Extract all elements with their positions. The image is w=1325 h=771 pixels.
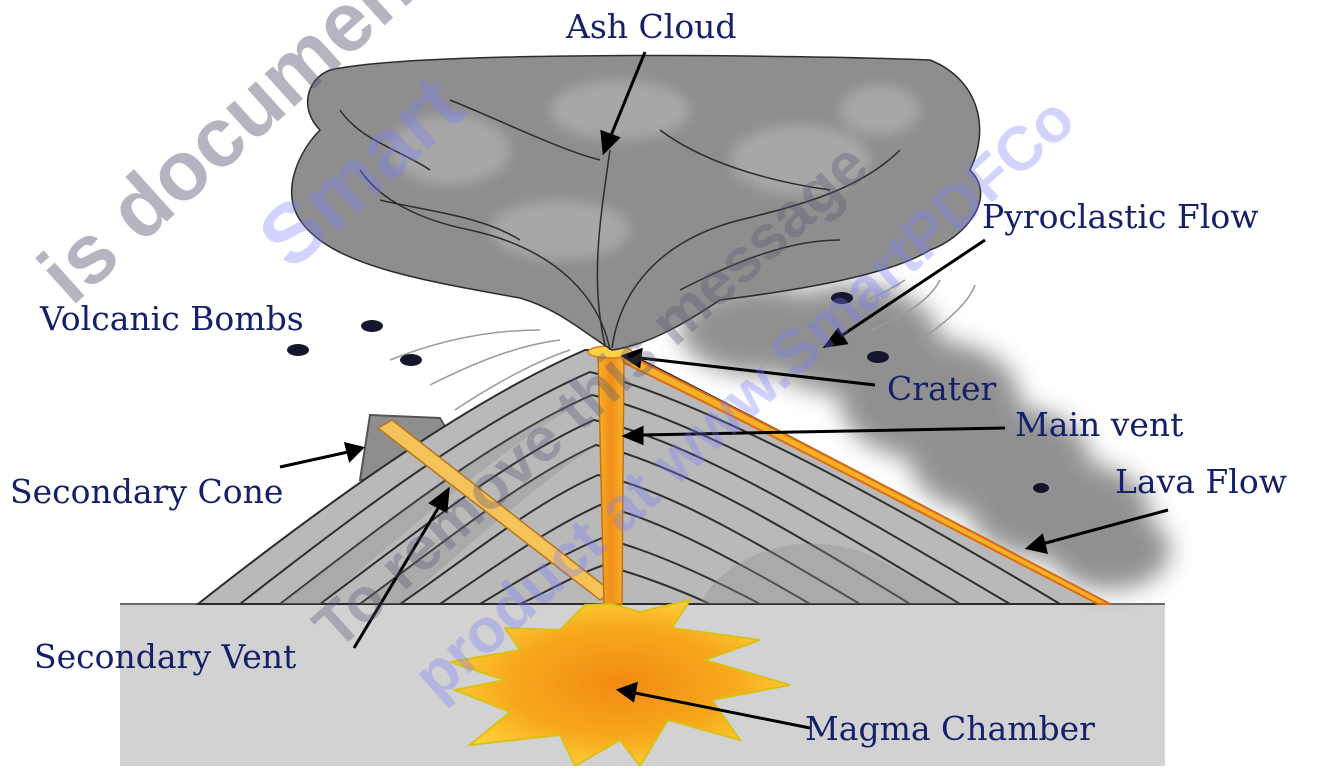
- label-crater: Crater: [887, 372, 996, 405]
- label-lava-flow: Lava Flow: [1115, 465, 1287, 498]
- label-volcanic-bombs: Volcanic Bombs: [40, 302, 304, 335]
- label-secondary-vent: Secondary Vent: [34, 640, 296, 673]
- label-secondary-cone: Secondary Cone: [10, 475, 283, 508]
- label-pyroclastic-flow: Pyroclastic Flow: [982, 200, 1259, 233]
- label-magma-chamber: Magma Chamber: [805, 712, 1095, 745]
- label-main-vent: Main vent: [1015, 408, 1183, 441]
- label-ash-cloud: Ash Cloud: [566, 10, 737, 43]
